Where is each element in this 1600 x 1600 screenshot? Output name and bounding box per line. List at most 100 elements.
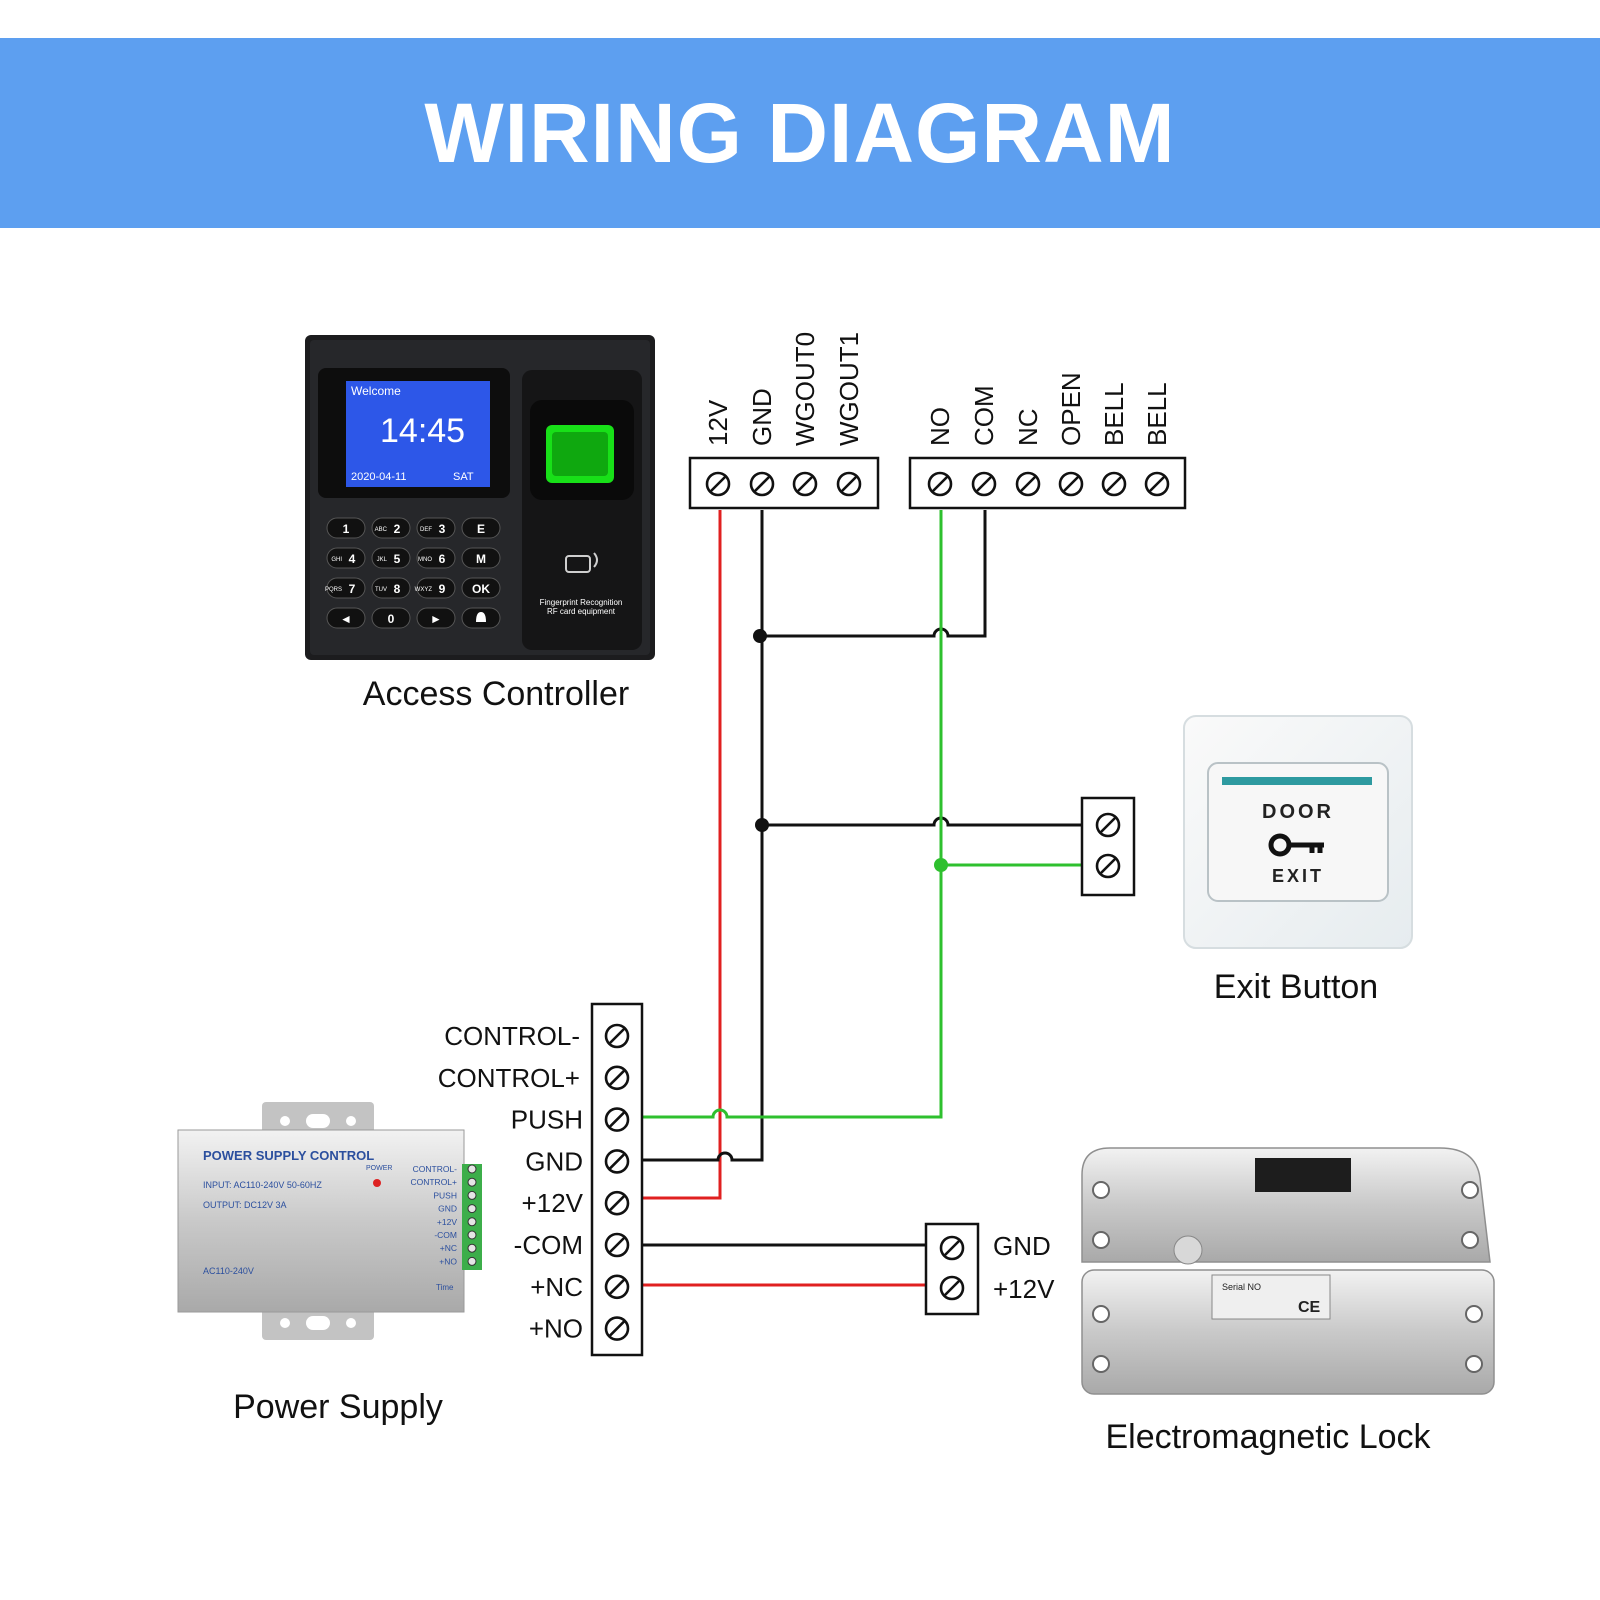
exit-button-door-text: DOOR	[1262, 801, 1334, 823]
keypad-key-label: 3	[439, 522, 446, 536]
wire-red-12v	[642, 510, 722, 1200]
keypad-key: OK	[461, 577, 501, 599]
ps-device-term-label: CONTROL-	[413, 1164, 458, 1174]
junction-2	[755, 818, 769, 832]
keypad-key: M	[461, 547, 501, 569]
ps-device-term-label: PUSH	[433, 1190, 457, 1200]
keypad-key: TUV 8	[371, 577, 411, 599]
ps-device-power: POWER	[366, 1165, 392, 1172]
ps-device-term-label: GND	[438, 1204, 457, 1214]
screen-welcome: Welcome	[351, 384, 401, 398]
ps-terminal-screw	[604, 1149, 630, 1174]
page-title: WIRING DIAGRAM	[424, 86, 1176, 180]
ps-device-title: POWER SUPPLY CONTROL	[203, 1148, 374, 1163]
caption-lock: Electromagnetic Lock	[1105, 1418, 1431, 1456]
ps-device-term-label: +12V	[437, 1217, 457, 1227]
ps-terminal-label: +NO	[529, 1314, 583, 1344]
keypad-key-label: 2	[394, 522, 401, 536]
ps-terminal-label: -COM	[514, 1230, 583, 1260]
keypad-key-prefix: MNO	[418, 557, 432, 563]
power-supply-device: POWER SUPPLY CONTROL INPUT: AC110-240V 5…	[177, 1102, 482, 1340]
keypad-key-label: 7	[349, 582, 356, 596]
keypad-key: JKL 5	[371, 547, 411, 569]
device-text-1: Fingerprint Recognition	[540, 598, 623, 607]
exit-button-exit-text: EXIT	[1272, 866, 1324, 886]
ps-device-input: INPUT: AC110-240V 50-60HZ	[203, 1180, 322, 1190]
junction-1	[753, 629, 767, 643]
terminal-com: COM	[969, 385, 999, 446]
lock-terminal-gnd: GND	[993, 1231, 1051, 1261]
terminal-wgout0: WGOUT0	[790, 332, 820, 446]
lock-terminal-12v: +12V	[993, 1274, 1055, 1304]
lock-device: Serial NO CE	[1081, 1147, 1495, 1395]
keypad-key: GHI 4	[326, 547, 366, 569]
ps-terminal-screw	[604, 1274, 630, 1300]
keypad-key-label: ◄	[340, 612, 352, 626]
ps-terminal-label: CONTROL-	[444, 1021, 580, 1051]
keypad-key: E	[461, 517, 501, 539]
ps-terminal-label: +NC	[530, 1272, 583, 1302]
ps-device-ac: AC110-240V	[203, 1266, 254, 1276]
keypad-key: MNO 6	[416, 547, 456, 569]
keypad-key-label: 9	[439, 582, 446, 596]
keypad-key-prefix: PQRS	[325, 587, 342, 593]
keypad-key-label: 5	[394, 552, 401, 566]
wire-black-exit	[760, 816, 1082, 827]
junction-3	[934, 858, 948, 872]
keypad-key: 1	[326, 517, 366, 539]
ps-terminal-screw	[604, 1316, 630, 1341]
terminal-block-2: NO COM NC OPEN BELL BELL	[908, 372, 1187, 510]
keypad-key-label: 8	[394, 582, 401, 596]
ps-terminal-screw	[604, 1065, 630, 1091]
ps-terminal-screw	[604, 1023, 630, 1049]
keypad-key-label: M	[476, 552, 486, 566]
terminal-gnd: GND	[747, 388, 777, 446]
ps-terminal-screw	[604, 1232, 630, 1258]
keypad-key-label: E	[477, 522, 485, 536]
caption-power-supply: Power Supply	[233, 1388, 443, 1426]
key-icon	[1268, 833, 1324, 857]
keypad-key: ABC 2	[371, 517, 411, 539]
power-supply-terminal-block: CONTROL- CONTROL+ PUSH GND +12V -COM +NC +NO	[438, 1002, 644, 1357]
keypad-key-prefix: JKL	[377, 557, 388, 563]
keypad-key-label: 0	[388, 612, 395, 626]
ps-device-term-label: CONTROL+	[410, 1177, 457, 1187]
ps-terminal-label: +12V	[522, 1188, 584, 1218]
ps-terminal-screw	[604, 1190, 630, 1216]
screen-date: 2020-04-11	[351, 471, 406, 483]
wire-black-gnd	[642, 510, 764, 1162]
exit-button-terminal	[1080, 796, 1136, 897]
lock-serial-label: Serial NO	[1222, 1282, 1261, 1292]
exit-button-device: DOOR EXIT	[1183, 715, 1413, 949]
ps-device-term-label: -COM	[434, 1230, 457, 1240]
wires	[642, 510, 1082, 1287]
rf-card-icon	[565, 552, 598, 573]
terminal-12v: 12V	[703, 399, 733, 446]
terminal-block-1: 12V GND WGOUT0 WGOUT1	[688, 332, 880, 510]
terminal-wgout1: WGOUT1	[834, 332, 864, 446]
wire-black-com	[760, 510, 987, 638]
keypad-key-prefix: ABC	[375, 527, 388, 533]
screen-time: 14:45	[380, 412, 465, 450]
keypad-key-label: 6	[439, 552, 446, 566]
ps-terminal-label: CONTROL+	[438, 1063, 580, 1093]
terminal-bell-2: BELL	[1142, 382, 1172, 446]
keypad-key-label: 1	[343, 522, 350, 536]
terminal-open: OPEN	[1056, 372, 1086, 446]
keypad-key: PQRS 7	[325, 577, 366, 599]
keypad-key-label: 4	[349, 552, 356, 566]
device-text-2: RF card equipment	[547, 607, 616, 616]
keypad-key: 0	[371, 607, 411, 629]
ps-terminal-label: PUSH	[511, 1105, 583, 1135]
keypad-key-prefix: TUV	[375, 587, 387, 593]
ps-terminal-screw	[604, 1107, 630, 1132]
keypad-key-label: OK	[472, 582, 490, 596]
lock-terminal-block: GND +12V	[924, 1222, 1055, 1316]
keypad-key-prefix: GHI	[331, 557, 342, 563]
keypad-key: ►	[416, 607, 456, 629]
terminal-bell-1: BELL	[1099, 382, 1129, 446]
